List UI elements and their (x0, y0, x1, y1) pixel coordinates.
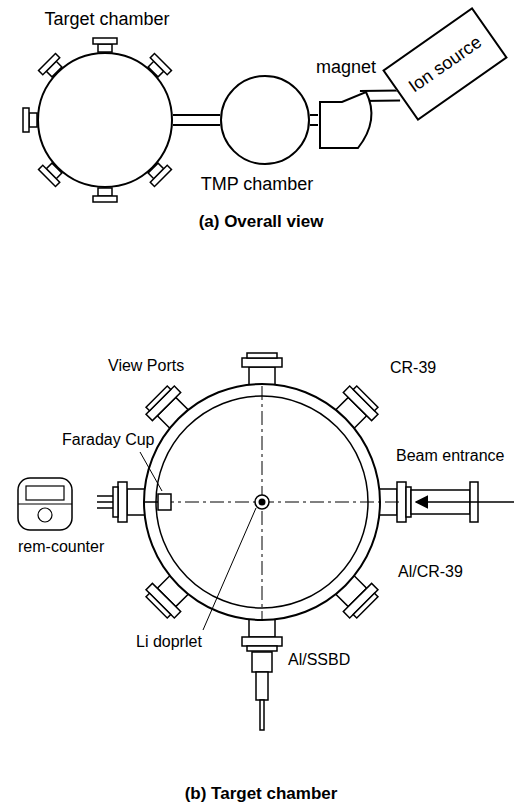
faraday-cup (97, 452, 171, 510)
rem-counter-icon (18, 478, 72, 530)
connecting-tube (310, 120, 318, 121)
part-label: Faraday Cup (62, 430, 155, 449)
node-label: Target chamber (44, 8, 169, 30)
figure-caption: (a) Overall view (199, 212, 324, 231)
magnet-outline (318, 90, 378, 150)
figure-caption: (b) Target chamber (185, 784, 338, 803)
node-label: TMP chamber (201, 173, 314, 195)
tube-inner (310, 116, 318, 124)
leader-line (203, 508, 256, 630)
part-label: CR-39 (390, 358, 436, 377)
magnet-path (320, 92, 371, 148)
beam-pipe (411, 482, 514, 522)
target-chamber-detail (113, 353, 411, 651)
chamber-circle: Target chamber (37, 52, 173, 188)
part-label: View Ports (108, 356, 184, 375)
tube-outline (310, 114, 318, 126)
part-label: Beam entrance (396, 446, 505, 465)
part-label: Al/SSBD (288, 650, 350, 669)
tube-inner (173, 116, 220, 124)
part-label: Li doprlet (136, 632, 202, 651)
chamber-ports (23, 38, 171, 202)
ssbd-detector (252, 652, 272, 730)
connecting-tube (173, 120, 220, 121)
magnet-shape: magnet (318, 90, 378, 150)
part-label: Al/CR-39 (398, 562, 463, 581)
node-label: Ion source (404, 31, 485, 97)
tube-outline (173, 114, 220, 126)
node-label: magnet (316, 56, 376, 78)
chamber-circle: TMP chamber (220, 75, 310, 165)
part-label: rem-counter (18, 537, 104, 556)
ion-source-box: Ion source (382, 7, 508, 121)
